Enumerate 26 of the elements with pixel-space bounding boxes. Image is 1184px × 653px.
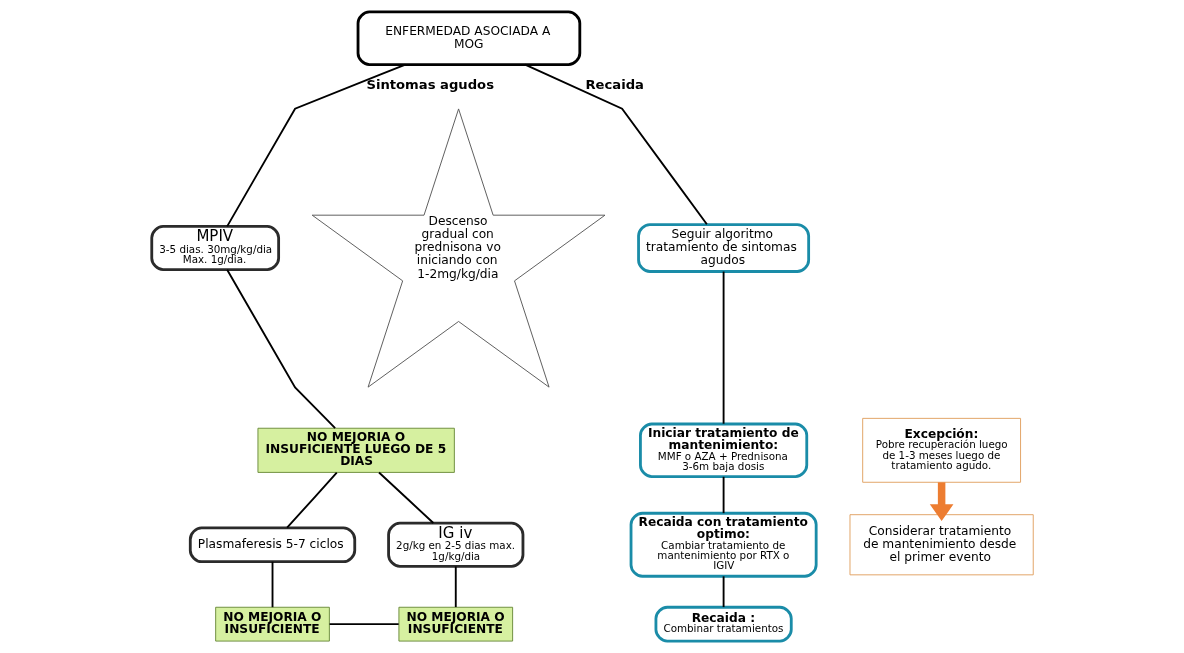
node-box: Excepción: Pobre recuperación luego de 1-3 meses luego de tratamiento agudo. xyxy=(861,417,1021,483)
connector xyxy=(722,270,725,425)
node-box: ENFERMEDAD ASOCIADA A MOG xyxy=(356,10,581,66)
node-box: NO MEJORIA O INSUFICIENTE xyxy=(214,606,330,642)
node-box: Iniciar tratamiento de mantenimiento: MMF o AZA + Prednisona 3-6m baja dosis xyxy=(638,422,808,479)
edge-label: Sintomas agudos xyxy=(365,77,494,93)
connector xyxy=(271,560,273,609)
connector xyxy=(523,63,708,226)
connector xyxy=(225,63,406,228)
connector xyxy=(454,565,457,608)
node-box: Recaida : Combinar tratamientos xyxy=(654,605,793,643)
node-box: Plasmaferesis 5-7 ciclos xyxy=(188,526,356,564)
node-box: Recaida con tratamiento optimo: Cambiar tratamiento de mantenimiento por RTX o IGIV xyxy=(629,511,818,578)
node-box: IG iv 2g/kg en 2-5 dias max. 1g/kg/dia xyxy=(386,521,524,568)
connector xyxy=(722,475,725,515)
connector xyxy=(285,471,338,529)
edge-label: Recaida xyxy=(584,77,644,93)
node-box: MPIV 3-5 dias. 30mg/kg/dia Max. 1g/dia. xyxy=(149,225,280,272)
connector xyxy=(377,471,434,524)
node-box: Considerar tratamiento de mantenimiento desde el primer evento xyxy=(849,514,1034,576)
connector xyxy=(225,268,336,429)
node-box: NO MEJORIA O INSUFICIENTE LUEGO DE 5 DIAS xyxy=(256,427,455,473)
connector xyxy=(328,623,400,626)
connector xyxy=(722,575,725,608)
node-box: NO MEJORIA O INSUFICIENTE xyxy=(397,606,513,642)
node-box: Seguir algoritmo tratamiento de sintomas agudos xyxy=(636,223,810,273)
